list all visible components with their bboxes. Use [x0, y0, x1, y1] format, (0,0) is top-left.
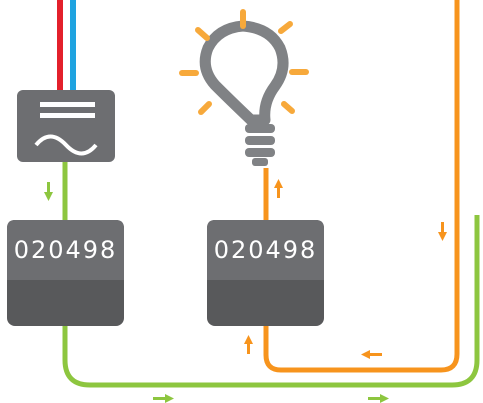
consumer-meter-reading: 020498: [214, 236, 318, 264]
orange-wire-loop: [263, 0, 460, 373]
green-wire-loop: [62, 215, 480, 388]
flow-arrow-orange-left: [361, 350, 382, 359]
ac-sine-wave-icon: [34, 134, 98, 156]
flow-arrow-orange-up-upper: [274, 179, 283, 198]
inverter-display-line-1: [40, 102, 95, 107]
flow-arrow-green-down: [44, 182, 53, 201]
flow-arrow-green-right-1: [153, 394, 174, 403]
flow-arrow-green-right-2: [368, 394, 389, 403]
inverter-box: [17, 90, 115, 162]
bulb-light-rays: [179, 9, 309, 115]
inverter-display-line-2: [40, 113, 95, 118]
supply-meter-reading: 020498: [14, 236, 118, 264]
consumer-meter: 020498: [207, 220, 324, 326]
light-bulb-icon: [199, 20, 289, 166]
supply-meter: 020498: [7, 220, 124, 326]
flow-arrow-orange-up-lower: [244, 335, 253, 354]
flow-arrow-orange-down: [438, 222, 447, 241]
